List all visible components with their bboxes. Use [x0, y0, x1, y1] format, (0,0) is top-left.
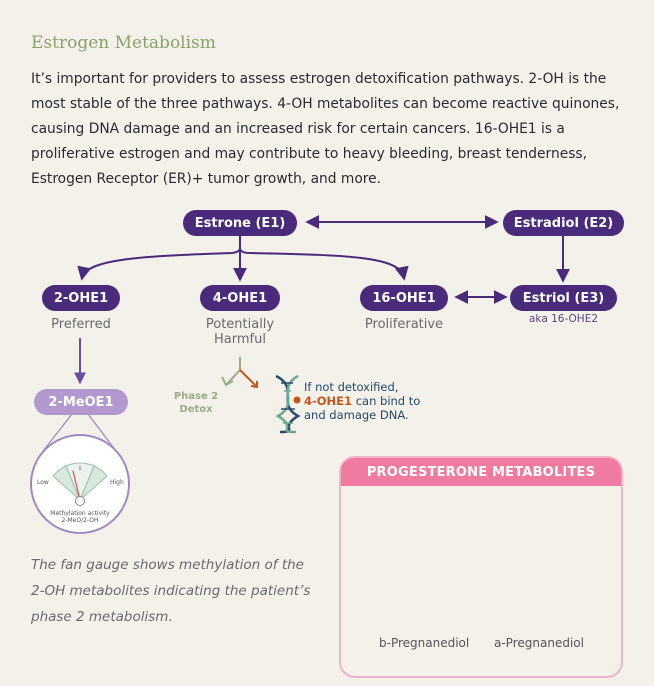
arrow-e1-2ohe1	[77, 236, 241, 281]
label-potentially: Potentially	[205, 317, 275, 332]
node-16-ohe1: 16-OHE1	[360, 285, 448, 311]
node-estradiol: Estradiol (E2)	[503, 210, 624, 236]
arrow-dna	[239, 369, 257, 387]
node-estriol: Estriol (E3)	[510, 285, 617, 311]
phase2-detox-label: Phase 2 Detox	[173, 391, 219, 415]
node-2-meoe1: 2-MeOE1	[34, 389, 128, 415]
label-preferred: Preferred	[51, 317, 111, 332]
gauge-caption-2: 2-MeO/2-OH	[61, 517, 99, 524]
gauge-needle	[72, 470, 81, 501]
node-4-ohe1: 4-OHE1	[200, 285, 280, 311]
gauge-caption-1: Methylation activity	[50, 510, 110, 517]
intro-paragraph: It’s important for providers to assess e…	[31, 71, 620, 187]
arrow-phase2	[226, 357, 241, 385]
arrow-e1-16ohe1	[239, 247, 409, 281]
label-proliferative: Proliferative	[364, 317, 444, 332]
label-b-pregnanediol: b-Pregnanediol	[379, 636, 470, 650]
fan-gauge-caption: The fan gauge shows methylation of the 2…	[31, 557, 311, 625]
node-2-ohe1: 2-OHE1	[42, 285, 120, 311]
section-title: Estrogen Metabolism	[31, 33, 216, 53]
dna-icon	[275, 374, 301, 434]
highlight-4-ohe1: 4-OHE1	[304, 394, 353, 408]
dna-binding-note: If not detoxified, 4-OHE1 can bind to an…	[304, 380, 421, 422]
progesterone-title: PROGESTERONE METABOLITES	[341, 458, 621, 486]
node-estrone: Estrone (E1)	[183, 210, 297, 236]
progesterone-panel: PROGESTERONE METABOLITES b-Pregnanediol …	[339, 456, 623, 678]
label-harmful: Harmful	[214, 332, 266, 347]
label-aka: aka 16-OHE2	[528, 313, 599, 325]
label-a-pregnanediol: a-Pregnanediol	[494, 636, 584, 650]
gauge-high-label: High	[110, 479, 124, 486]
gauge-low-label: Low	[37, 479, 49, 486]
